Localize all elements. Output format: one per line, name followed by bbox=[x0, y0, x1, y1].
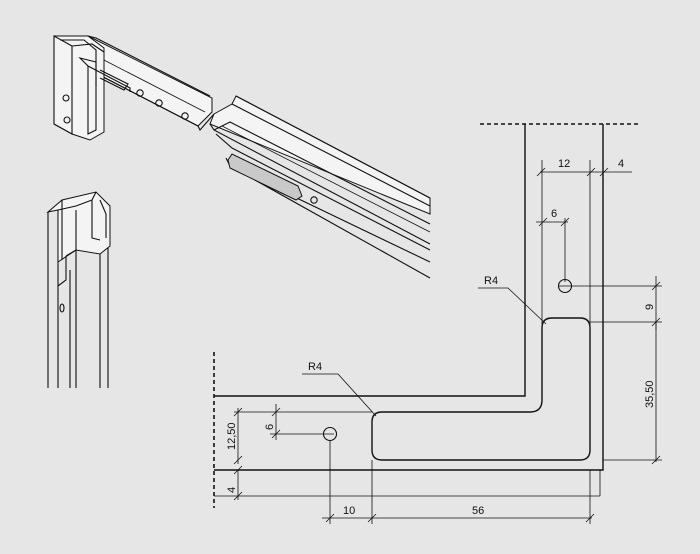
dimension-label: 6 bbox=[551, 208, 557, 220]
l-plate-drawing: 12 4 6 9 35,50 R4 R4 12,50 bbox=[213, 123, 662, 524]
radius-label: R4 bbox=[308, 361, 322, 373]
dimension-label: 9 bbox=[644, 304, 656, 310]
dimension-label: 35,50 bbox=[644, 380, 656, 408]
dimension-label: 56 bbox=[472, 505, 484, 517]
dimension-label: 4 bbox=[226, 487, 238, 493]
profile-section-view bbox=[46, 191, 111, 388]
dimension-label: 12 bbox=[558, 158, 570, 170]
dimension-label: 10 bbox=[343, 505, 355, 517]
dimension-label: 12,50 bbox=[226, 422, 238, 450]
isometric-bracket-view bbox=[53, 35, 215, 141]
radius-label: R4 bbox=[484, 275, 498, 287]
dimension-label: 6 bbox=[264, 424, 276, 430]
dimension-label: 4 bbox=[618, 158, 624, 170]
isometric-rail-view bbox=[209, 95, 431, 279]
